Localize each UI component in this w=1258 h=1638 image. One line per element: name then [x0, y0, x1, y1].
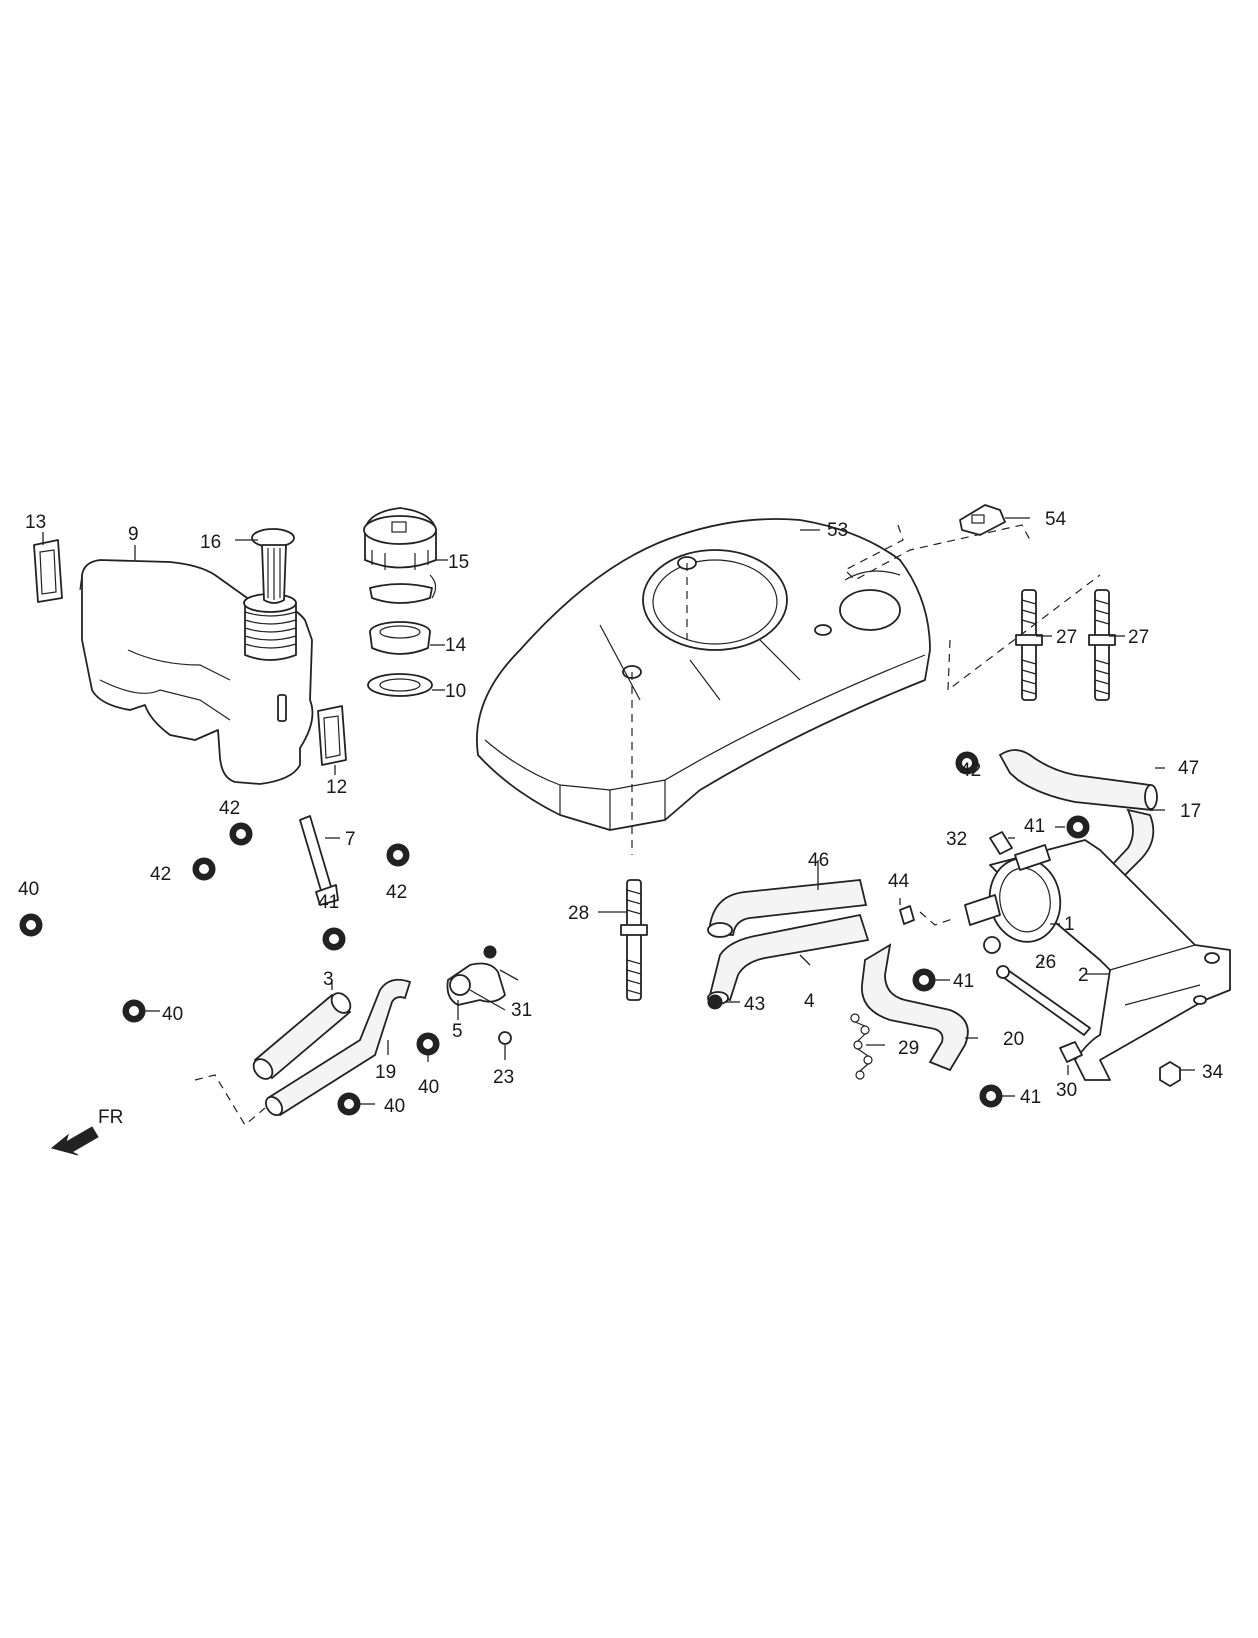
label-40-a: 40 — [18, 879, 39, 900]
label-29: 29 — [898, 1038, 919, 1059]
clip-30 — [1059, 1041, 1083, 1063]
label-10: 10 — [445, 681, 466, 702]
grommet-12 — [317, 705, 347, 766]
leader-lines — [42, 517, 1195, 1105]
label-42-a: 42 — [219, 798, 240, 819]
clamp-40-d — [337, 1092, 361, 1116]
hose-47 — [998, 749, 1158, 812]
label-fr: FR — [98, 1107, 123, 1128]
fuel-tank — [79, 559, 314, 785]
hose-17 — [1110, 808, 1155, 877]
label-3: 3 — [323, 969, 334, 990]
label-40-d: 40 — [384, 1096, 405, 1117]
fuel-cap-15 — [363, 507, 437, 604]
stud-28 — [620, 879, 648, 1001]
clamp-43 — [707, 994, 723, 1010]
label-41-b: 41 — [1024, 816, 1045, 837]
label-2: 2 — [1078, 965, 1089, 986]
label-20: 20 — [1003, 1029, 1024, 1050]
label-1: 1 — [1064, 914, 1075, 935]
label-54: 54 — [1045, 509, 1067, 530]
clamp-41-b — [1066, 815, 1090, 839]
label-28: 28 — [568, 903, 589, 924]
label-9: 9 — [128, 524, 139, 545]
clamp-42-c — [386, 843, 410, 867]
label-41-d: 41 — [1020, 1087, 1041, 1108]
front-direction-arrow-icon — [50, 1126, 99, 1156]
clamp-42-d — [955, 751, 979, 775]
label-30: 30 — [1056, 1080, 1077, 1101]
label-46: 46 — [808, 850, 829, 871]
label-14: 14 — [445, 635, 467, 656]
gasket-10 — [367, 673, 433, 697]
fittings-29 — [850, 1013, 873, 1080]
label-41-a: 41 — [318, 892, 339, 913]
label-53: 53 — [827, 520, 848, 541]
label-42-d: 42 — [960, 760, 981, 781]
hose-20 — [861, 943, 969, 1072]
label-27-b: 27 — [1128, 627, 1149, 648]
clamp-40-c — [416, 1032, 440, 1056]
bolt-32 — [989, 831, 1013, 855]
fuel-pump-1 — [964, 844, 1062, 954]
label-7: 7 — [345, 829, 356, 850]
nut-34 — [1159, 1061, 1181, 1087]
label-23: 23 — [493, 1067, 514, 1088]
label-31: 31 — [511, 1000, 532, 1021]
label-4: 4 — [804, 991, 815, 1012]
callout-labels: 13 9 16 15 14 10 12 53 54 27 27 47 17 42… — [18, 509, 1224, 1128]
label-16: 16 — [200, 532, 221, 553]
label-32: 32 — [946, 829, 967, 850]
clamp-41-d — [979, 1084, 1003, 1108]
clamp-41-a — [322, 927, 346, 951]
label-15: 15 — [448, 552, 469, 573]
label-40-c: 40 — [418, 1077, 439, 1098]
label-40-b: 40 — [162, 1004, 183, 1025]
label-17: 17 — [1180, 801, 1201, 822]
stud-27-a — [1015, 589, 1043, 701]
clamp-40-b — [122, 999, 146, 1023]
bolt-7 — [299, 815, 339, 906]
label-27-a: 27 — [1056, 627, 1077, 648]
clip-54 — [959, 504, 1006, 536]
clip-44 — [899, 905, 915, 925]
clamp-40-a — [19, 913, 43, 937]
grommet-13 — [33, 539, 63, 603]
screw-23 — [498, 1031, 512, 1045]
clamp-42-a — [229, 822, 253, 846]
bolt-26 — [996, 965, 1091, 1036]
ring-14 — [369, 621, 431, 655]
label-19: 19 — [375, 1062, 396, 1083]
label-43: 43 — [744, 994, 765, 1015]
clamp-41-c — [912, 968, 936, 992]
hose-46 — [707, 879, 868, 938]
label-5: 5 — [452, 1021, 463, 1042]
hose-3 — [252, 992, 352, 1080]
stud-27-b — [1088, 589, 1116, 701]
label-42-b: 42 — [150, 864, 171, 885]
label-44: 44 — [888, 871, 910, 892]
label-47: 47 — [1178, 758, 1199, 779]
fuel-cock-5 — [446, 945, 506, 1011]
label-41-c: 41 — [953, 971, 974, 992]
label-34: 34 — [1202, 1062, 1224, 1083]
label-13: 13 — [25, 512, 46, 533]
top-cover-53 — [476, 518, 931, 855]
clamp-42-b — [192, 857, 216, 881]
label-12: 12 — [326, 777, 347, 798]
hose-19 — [264, 978, 412, 1117]
label-26: 26 — [1035, 952, 1056, 973]
fuel-strainer-16 — [251, 528, 295, 604]
label-42-c: 42 — [386, 882, 407, 903]
